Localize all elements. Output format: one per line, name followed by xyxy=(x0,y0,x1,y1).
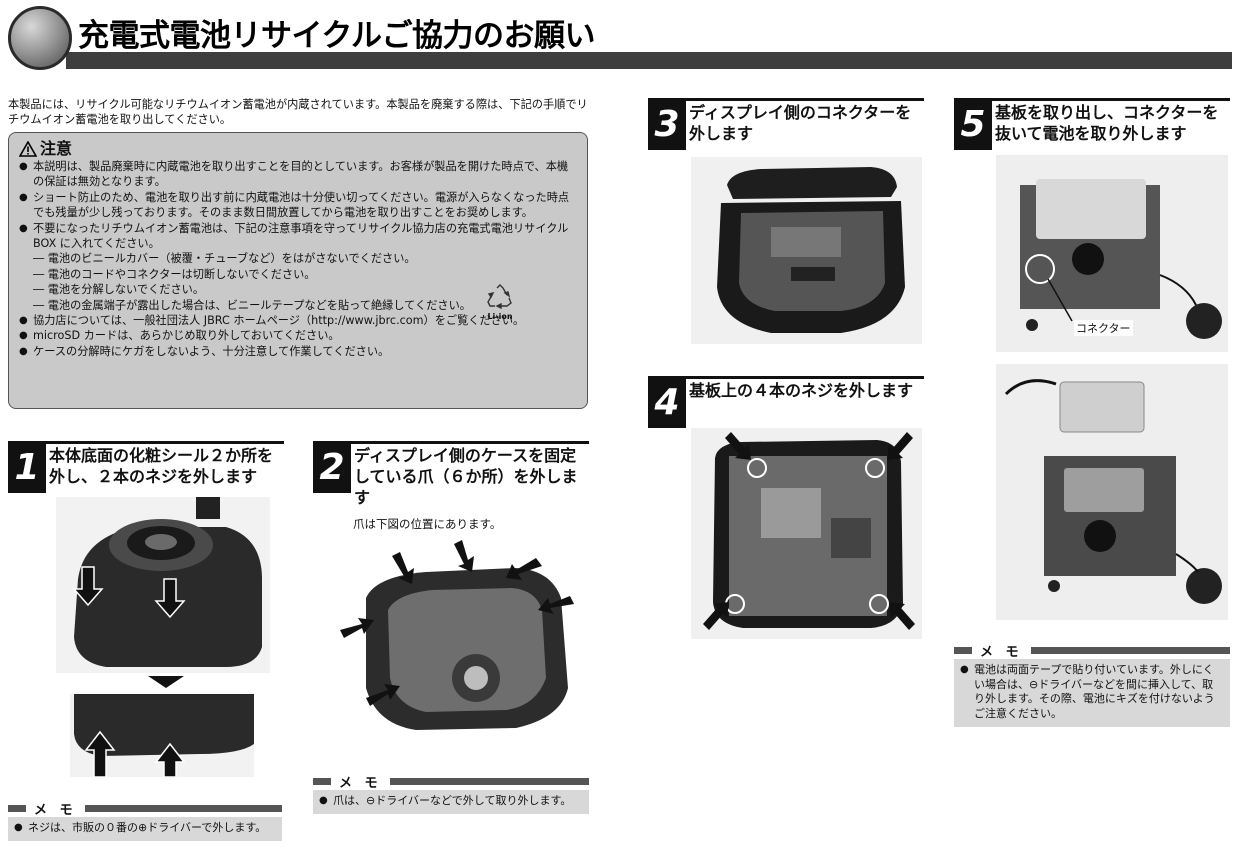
caution-item: ショート防止のため、電池を取り出す前に内蔵電池は十分使い切ってください。電源が入… xyxy=(19,190,575,221)
connector-callout: コネクター xyxy=(1074,320,1133,336)
memo-1-header: メ モ xyxy=(8,802,282,818)
step-rule xyxy=(686,98,924,101)
memo-5-box: 電池は両面テープで貼り付いています。外しにくい場合は、⊖ドライバーなどを間に挿入… xyxy=(954,659,1230,727)
step-rule xyxy=(46,441,284,444)
camera-side-illustration xyxy=(70,694,254,777)
step-5-text: 基板を取り出し、コネクターを抜いて電池を取り外します xyxy=(995,103,1219,143)
caution-subitem: ― 電池のコードやコネクターは切断しないでください。 xyxy=(33,267,316,281)
step-1-photo-top xyxy=(56,497,270,673)
memo-5-header: メ モ xyxy=(954,644,1230,660)
caution-item: microSD カードは、あらかじめ取り外しておいてください。 xyxy=(19,328,575,344)
memo-5-text: 電池は両面テープで貼り付いています。外しにくい場合は、⊖ドライバーなどを間に挿入… xyxy=(960,663,1222,721)
step-1-down-arrow xyxy=(148,676,184,688)
caution-subitem: ― 電池の金属端子が露出した場合は、ビニールテープなどを貼って絶縁してください。 xyxy=(33,298,471,312)
recycle-icon xyxy=(487,284,512,310)
title-bar xyxy=(66,52,1232,69)
step-4-text: 基板上の４本のネジを外します xyxy=(689,381,914,400)
memo-2-header: メ モ xyxy=(313,775,589,791)
caution-list: 本説明は、製品廃棄時に内蔵電池を取り出すことを目的としています。お客様が製品を開… xyxy=(19,159,575,360)
board-screws-illustration xyxy=(691,428,922,639)
display-connector-illustration xyxy=(691,157,922,344)
caution-subitem: ― 電池を分解しないでください。 xyxy=(33,283,205,297)
memo-2-text: 爪は、⊖ドライバーなどで外して取り外します。 xyxy=(319,794,581,809)
caution-item: 不要になったリチウムイオン蓄電池は、下記の注意事項を守ってリサイクル協力店の充電… xyxy=(19,221,575,252)
memo-label: メ モ xyxy=(339,775,382,791)
step-rule xyxy=(992,98,1230,101)
step-5-photo-bottom xyxy=(996,364,1228,620)
recycle-label: Li-ion xyxy=(487,312,513,321)
step-5-number: 5 xyxy=(954,98,992,150)
memo-1-text: ネジは、市販の０番の⊕ドライバーで外します。 xyxy=(14,821,274,836)
memo-2-box: 爪は、⊖ドライバーなどで外して取り外します。 xyxy=(313,790,589,814)
step-rule xyxy=(351,441,589,444)
step-4-photo xyxy=(691,428,922,639)
intro-text: 本製品には、リサイクル可能なリチウムイオン蓄電池が内蔵されています。本製品を廃棄… xyxy=(8,98,588,126)
caution-box: 注意 本説明は、製品廃棄時に内蔵電池を取り出すことを目的としています。お客様が製… xyxy=(8,132,588,409)
battery-removed-illustration xyxy=(996,364,1228,620)
step-5-photo-top xyxy=(996,155,1228,352)
case-claws-illustration xyxy=(336,538,580,736)
step-2-note: 爪は下図の位置にあります。 xyxy=(353,517,502,531)
page-title: 充電式電池リサイクルご協力のお願い xyxy=(78,18,595,54)
step-1-header: 1 本体底面の化粧シール２か所を外し、２本のネジを外します xyxy=(8,441,284,493)
step-4-header: 4 基板上の４本のネジを外します xyxy=(648,376,924,428)
caution-item: ケースの分解時にケガをしないよう、十分注意して作業してください。 xyxy=(19,344,575,360)
step-rule xyxy=(686,376,924,379)
step-3-number: 3 xyxy=(648,98,686,150)
step-1-photo-bottom xyxy=(70,694,254,777)
camera-bottom-illustration xyxy=(56,497,270,673)
caution-item: 協力店については、一般社団法人 JBRC ホームページ（http://www.j… xyxy=(19,313,575,329)
battery-connector-illustration xyxy=(996,155,1228,352)
memo-label: メ モ xyxy=(980,644,1023,660)
step-3-photo xyxy=(691,157,922,344)
step-5-header: 5 基板を取り出し、コネクターを抜いて電池を取り外します xyxy=(954,98,1230,150)
recycle-mark: Li-ion xyxy=(480,284,520,321)
caution-item: 本説明は、製品廃棄時に内蔵電池を取り出すことを目的としています。お客様が製品を開… xyxy=(19,159,575,190)
step-3-header: 3 ディスプレイ側のコネクターを外します xyxy=(648,98,924,150)
step-4-number: 4 xyxy=(648,376,686,428)
title-circle-icon xyxy=(8,6,72,70)
memo-1-box: ネジは、市販の０番の⊕ドライバーで外します。 xyxy=(8,817,282,841)
memo-label: メ モ xyxy=(34,802,77,818)
step-3-text: ディスプレイ側のコネクターを外します xyxy=(689,103,912,143)
step-1-number: 1 xyxy=(8,441,46,493)
step-2-text: ディスプレイ側のケースを固定している爪（６か所）を外します xyxy=(354,446,578,507)
step-1-text: 本体底面の化粧シール２か所を外し、２本のネジを外します xyxy=(49,446,274,486)
step-2-header: 2 ディスプレイ側のケースを固定している爪（６か所）を外します xyxy=(313,441,589,508)
step-2-photo xyxy=(336,538,580,736)
step-2-number: 2 xyxy=(313,441,351,493)
caution-heading: 注意 xyxy=(19,141,575,157)
warning-icon xyxy=(19,141,37,157)
caution-subitem: ― 電池のビニールカバー（被覆・チューブなど）をはがさないでください。 xyxy=(33,252,416,266)
